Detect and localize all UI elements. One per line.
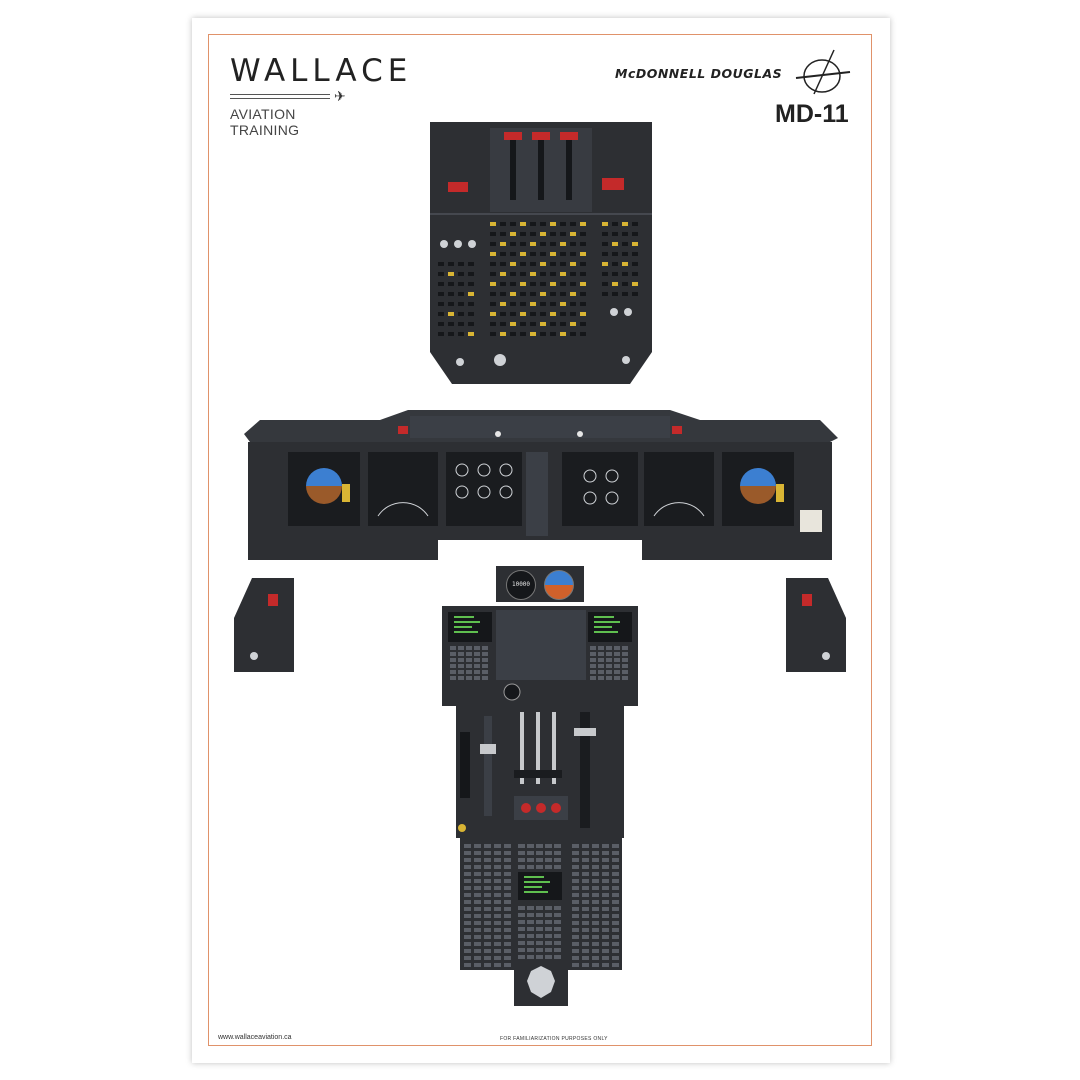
brand-block: WALLACE ✈ AVIATION TRAINING — [230, 53, 413, 138]
radio-control-panels — [464, 844, 619, 967]
center-display — [496, 610, 586, 680]
airplane-icon: ✈ — [334, 88, 346, 104]
captain-mcdu — [448, 612, 492, 642]
manufacturer-name: McDONNELL DOUGLAS — [615, 66, 783, 81]
autopilot-glareshield — [398, 416, 682, 438]
main-instrument-panel — [244, 410, 838, 562]
forward-pedestal — [442, 606, 638, 706]
center-mcdu — [518, 872, 562, 900]
overhead-panel — [430, 122, 652, 384]
brand-rule: ✈ — [230, 88, 360, 104]
aircraft-model: MD-11 — [775, 100, 849, 128]
flap-lever — [574, 712, 596, 828]
captain-pfd — [288, 452, 360, 526]
overhead-annunciators — [438, 222, 638, 336]
fuel-control-switches — [514, 796, 568, 820]
speedbrake-track — [460, 732, 470, 798]
standby-altimeter: 10000 — [506, 570, 536, 600]
mcdu-keypads — [450, 646, 628, 680]
aft-pedestal-tail — [514, 960, 568, 1006]
first-officer-side-panel — [786, 578, 846, 672]
first-officer-pfd — [722, 452, 794, 526]
poster-border — [208, 34, 872, 1046]
aft-pedestal — [460, 838, 622, 970]
brand-name: WALLACE — [230, 53, 413, 89]
overhead-knobs — [440, 240, 632, 366]
gear-lever-panel — [526, 452, 548, 536]
first-officer-mcdu — [588, 612, 632, 642]
engine-display — [446, 452, 522, 526]
throttle-quadrant — [456, 704, 624, 838]
systems-display — [562, 452, 638, 526]
captain-nd — [368, 452, 438, 526]
warning-label-icon — [458, 824, 466, 832]
first-officer-nd — [644, 452, 714, 526]
captain-side-panel — [234, 578, 294, 672]
standby-attitude-icon — [544, 570, 574, 600]
thrust-levers — [514, 712, 562, 784]
manufacturer-logo-icon — [795, 49, 851, 95]
checklist-card — [800, 510, 822, 532]
stabilizer-trim-wheel-icon — [527, 966, 555, 998]
footer-disclaimer: FOR FAMILIARIZATION PURPOSES ONLY — [500, 1036, 608, 1042]
footer-website: www.wallaceaviation.ca — [218, 1034, 292, 1041]
standby-instruments: 10000 — [496, 566, 584, 602]
fire-handles — [504, 132, 578, 200]
altitude-readout: 10000 — [511, 581, 531, 588]
brand-subtitle: AVIATION TRAINING — [230, 106, 300, 138]
speedbrake-lever — [480, 716, 496, 816]
